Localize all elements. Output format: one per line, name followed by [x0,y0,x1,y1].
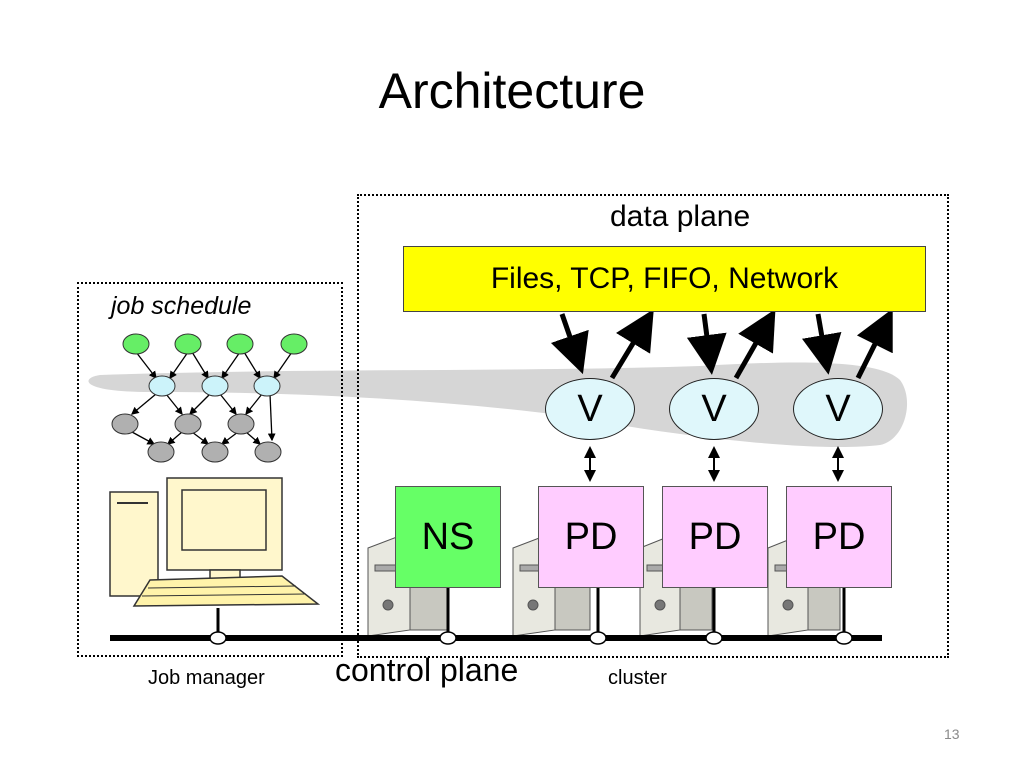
io-arrows [550,308,893,380]
vertex-node: V [793,378,883,440]
name-server-box: NS [395,486,501,588]
vertex-node: V [545,378,635,440]
dag-edges [131,351,293,445]
computer-icon [109,477,321,607]
data-plane-region [357,194,949,658]
job-manager-label: Job manager [148,667,265,689]
dag-middle-nodes [148,375,281,397]
control-plane-label: control plane [335,652,519,688]
process-daemon-box: PD [662,486,768,588]
process-daemon-label: PD [812,515,866,558]
vertex-label: V [577,387,603,430]
network-taps [209,631,853,645]
io-box: Files, TCP, FIFO, Network [403,246,926,312]
slide-number: 13 [944,726,960,742]
vertex-label: V [701,387,727,430]
io-box-label: Files, TCP, FIFO, Network [490,262,839,295]
process-daemon-label: PD [688,515,742,558]
process-daemon-box: PD [538,486,644,588]
process-daemon-label: PD [564,515,618,558]
vertex-daemon-links [584,446,844,482]
vertex-node: V [669,378,759,440]
process-daemon-box: PD [786,486,892,588]
dag-gray-nodes [111,413,282,463]
dag-source-nodes [122,333,308,355]
slide-title: Architecture [378,63,646,119]
vertex-label: V [825,387,851,430]
cluster-label: cluster [608,667,667,689]
job-schedule-region [77,282,343,657]
job-schedule-label: job schedule [111,292,252,320]
name-server-label: NS [421,515,475,558]
data-plane-label: data plane [610,200,751,233]
